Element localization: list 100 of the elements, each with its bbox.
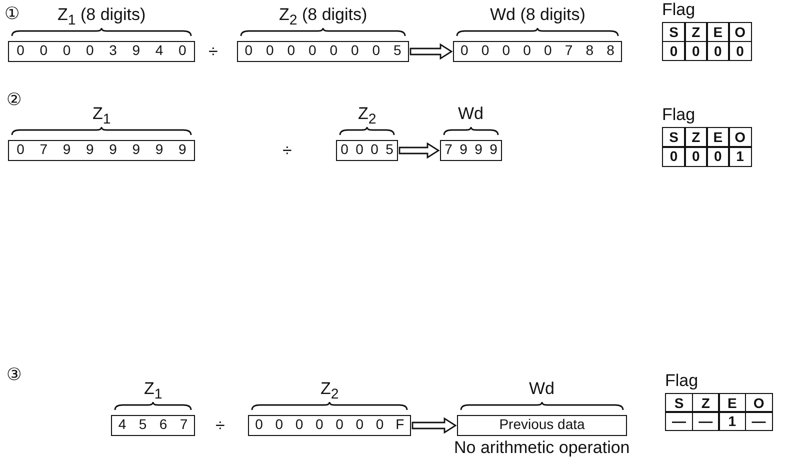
digit: 0	[354, 416, 365, 434]
digit: 7	[444, 141, 454, 159]
hollow-arrow	[398, 142, 440, 159]
digit: 9	[85, 141, 95, 159]
register-label: Z$_{1}$	[144, 379, 162, 404]
register-box	[8, 140, 195, 161]
table-cell: 1	[728, 146, 752, 167]
digit: 5	[384, 141, 394, 159]
digit: 0	[294, 416, 304, 434]
table-cell: S	[665, 393, 693, 412]
register-box	[453, 41, 622, 62]
digit: 9	[458, 141, 468, 159]
register-label: Z$_{2}$	[358, 104, 376, 130]
division-sign: ÷	[216, 416, 225, 436]
table-cell: —	[744, 411, 773, 431]
digit: 0	[480, 42, 490, 60]
table-cell: O	[728, 127, 752, 148]
register-box	[237, 41, 409, 62]
digit: 9	[62, 141, 72, 159]
digit: 0	[307, 42, 318, 60]
register-label: Wd	[529, 379, 554, 399]
table-cell: 0	[728, 40, 752, 61]
digit: 0	[264, 42, 275, 60]
digit: 0	[334, 416, 344, 434]
hollow-arrow	[410, 43, 453, 60]
register-label: Wd (8 digits)	[490, 5, 586, 25]
table-cell: 0	[684, 146, 708, 167]
digit: 0	[314, 416, 324, 434]
table-cell: 0	[706, 146, 730, 167]
table-cell: Z	[684, 22, 708, 42]
digit: 9	[474, 141, 484, 159]
digit: 5	[392, 42, 402, 60]
division-sign: ÷	[208, 42, 218, 62]
digit: 0	[274, 416, 284, 434]
digit: 0	[178, 42, 188, 60]
table-cell: S	[662, 22, 686, 42]
digit: 0	[522, 42, 532, 60]
register-box	[457, 415, 627, 436]
digit: 7	[178, 416, 189, 434]
flag-heading: Flag	[662, 0, 696, 20]
register-label: Z$_{2}$ (8 digits)	[279, 5, 368, 30]
division-sign: ÷	[282, 141, 292, 161]
digit: 4	[117, 416, 128, 434]
step-number: ③	[6, 365, 22, 385]
digit: 9	[178, 141, 188, 159]
register-box	[336, 140, 398, 161]
digit: 8	[584, 42, 595, 60]
table-cell: 0	[662, 40, 686, 61]
digit: 0	[371, 42, 382, 60]
digit: 0	[286, 42, 296, 60]
table-cell: O	[744, 393, 773, 412]
hollow-arrow	[412, 417, 457, 434]
table-cell: 0	[662, 146, 686, 167]
table-cell: E	[706, 22, 730, 42]
note-text: No arithmetic operation	[454, 438, 630, 458]
digit: 0	[350, 42, 360, 60]
digit: 9	[131, 141, 142, 159]
digit: 0	[340, 141, 350, 159]
digit: 9	[154, 141, 164, 159]
digit: 9	[488, 141, 498, 159]
register-box	[111, 415, 195, 436]
step-number: ①	[4, 4, 20, 24]
digit: F	[394, 416, 406, 434]
digit: 7	[38, 141, 49, 159]
register-box	[248, 415, 411, 436]
digit: 0	[16, 42, 26, 60]
step-number: ②	[6, 90, 22, 110]
digit: 0	[38, 42, 49, 60]
digit: 0	[62, 42, 72, 60]
table-cell: 0	[706, 40, 730, 61]
table-cell: Z	[692, 393, 720, 412]
digit: 0	[85, 42, 95, 60]
digit: 0	[370, 141, 380, 159]
table-cell: E	[706, 127, 730, 148]
digit: 8	[606, 42, 616, 60]
table-cell: 1	[718, 411, 746, 431]
digit: 0	[354, 141, 364, 159]
table-cell: —	[665, 411, 693, 431]
table-cell: E	[718, 393, 746, 412]
table-cell: 0	[684, 40, 708, 61]
digit: 0	[244, 42, 254, 60]
table-cell: S	[662, 127, 686, 148]
table-cell: O	[728, 22, 752, 42]
digit: 0	[460, 42, 470, 60]
digit: 0	[328, 42, 339, 60]
digit: 0	[543, 42, 553, 60]
digit: 9	[108, 141, 118, 159]
digit: 9	[131, 42, 142, 60]
flag-heading: Flag	[662, 105, 696, 125]
table-cell: —	[692, 411, 720, 431]
digit: 0	[501, 42, 512, 60]
register-text: Previous data	[498, 416, 586, 434]
register-box	[440, 140, 502, 161]
digit: 3	[108, 42, 118, 60]
digit: 7	[564, 42, 574, 60]
register-label: Z$_{1}$ (8 digits)	[58, 5, 146, 30]
register-label: Wd	[458, 104, 484, 124]
digit: 0	[16, 141, 26, 159]
register-label: Z$_{1}$	[92, 104, 111, 130]
digit: 0	[254, 416, 264, 434]
